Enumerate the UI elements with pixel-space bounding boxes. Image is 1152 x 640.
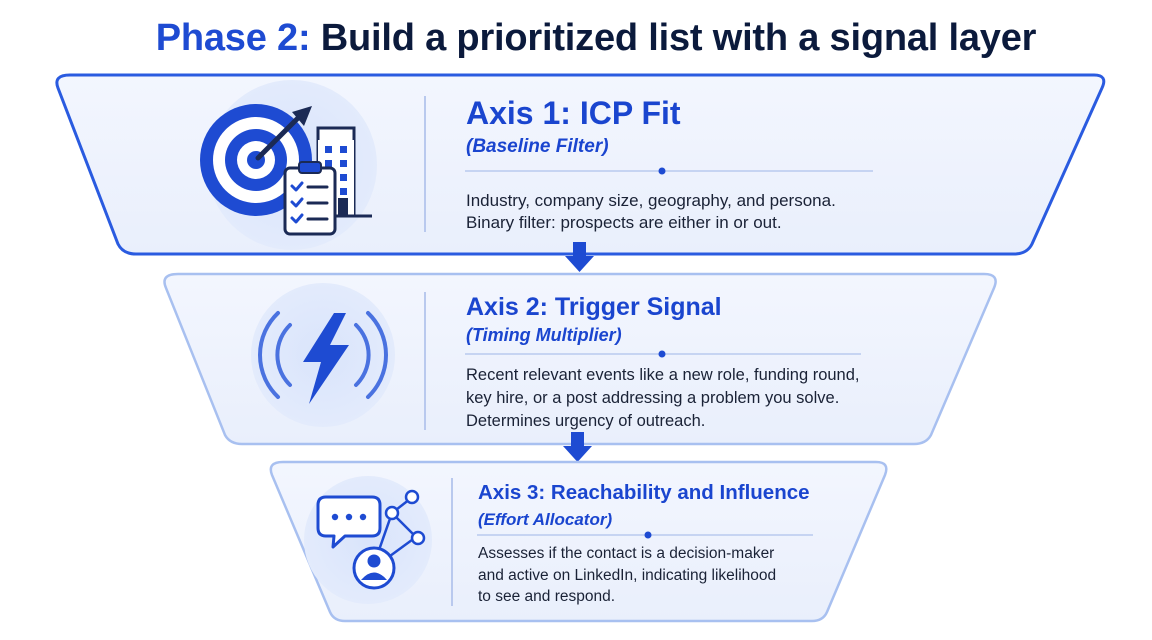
tier-3-subheading: (Effort Allocator) (478, 510, 613, 529)
down-arrow-icon (565, 242, 594, 272)
tier-2-description-line: key hire, or a post addressing a problem… (466, 389, 840, 407)
tier-2-description-line: Recent relevant events like a new role, … (466, 366, 860, 384)
funnel-tier-3 (269, 460, 888, 623)
tier-1-text: Axis 1: ICP Fit (Baseline Filter) Indust… (466, 94, 836, 234)
tier-3-description-line: to see and respond. (478, 588, 616, 605)
tier-2-description-line: Determines urgency of outreach. (466, 412, 706, 430)
title-prefix: Phase 2: (155, 17, 311, 59)
lightning-bolt-icon (251, 283, 395, 427)
tier-1-description: Industry, company size, geography, and p… (466, 190, 836, 234)
tier-2-description: Recent relevant events like a new role, … (466, 364, 860, 433)
tier-3-heading: Axis 3: Reachability and Influence (478, 481, 810, 504)
tier-3-description-line: and active on LinkedIn, indicating likel… (478, 566, 777, 584)
tier-1-subheading: (Baseline Filter) (466, 136, 609, 157)
tier-1-heading: Axis 1: ICP Fit (466, 95, 681, 131)
tier-3-description-line: Assesses if the contact is a decision-ma… (478, 545, 775, 562)
page-title: Phase 2: Build a prioritized list with a… (0, 12, 1152, 64)
title-main: Build a prioritized list with a signal l… (320, 17, 1037, 59)
tier-3-text: Axis 3: Reachability and Influence (Effo… (478, 479, 810, 608)
tier-2-subheading: (Timing Multiplier) (466, 325, 622, 345)
tier-3-description: Assesses if the contact is a decision-ma… (478, 543, 810, 608)
tier-1-description-line: Binary filter: prospects are either in o… (466, 213, 782, 232)
tier-1-description-line: Industry, company size, geography, and p… (466, 191, 836, 210)
target-building-checklist-icon (200, 80, 377, 250)
tier-2-text: Axis 2: Trigger Signal (Timing Multiplie… (466, 292, 860, 433)
chat-network-person-icon (304, 476, 432, 604)
down-arrow-icon (563, 432, 592, 462)
tier-2-heading: Axis 2: Trigger Signal (466, 293, 722, 321)
